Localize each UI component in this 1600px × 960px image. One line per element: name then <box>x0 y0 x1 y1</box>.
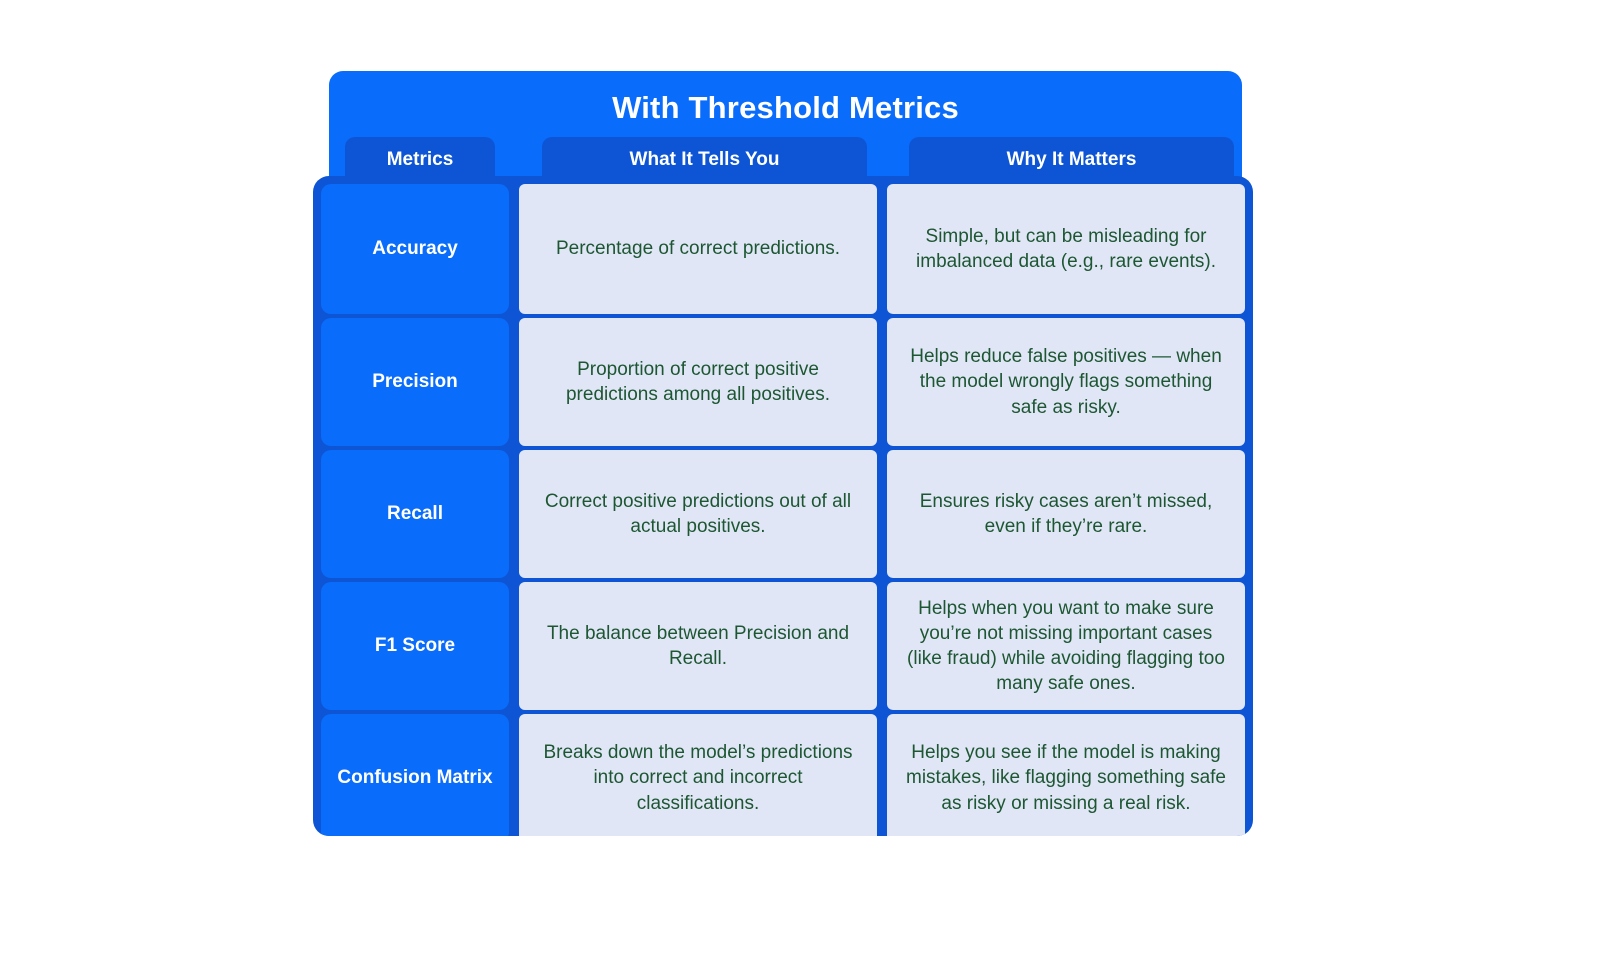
what-it-tells-you-cell: Percentage of correct predictions. <box>519 184 877 314</box>
metric-name-cell: Precision <box>321 318 509 446</box>
what-it-tells-you-cell: Breaks down the model’s predictions into… <box>519 714 877 836</box>
table-row: Confusion Matrix Breaks down the model’s… <box>321 714 1245 836</box>
table-row: Precision Proportion of correct positive… <box>321 318 1245 446</box>
metric-name-cell: Confusion Matrix <box>321 714 509 836</box>
metrics-table: Accuracy Percentage of correct predictio… <box>313 176 1253 836</box>
why-it-matters-cell: Helps you see if the model is making mis… <box>887 714 1245 836</box>
page-title: With Threshold Metrics <box>612 90 959 125</box>
table-row: Recall Correct positive predictions out … <box>321 450 1245 578</box>
column-header-what-it-tells-you[interactable]: What It Tells You <box>542 137 867 183</box>
table-row: F1 Score The balance between Precision a… <box>321 582 1245 710</box>
column-header-metrics[interactable]: Metrics <box>345 137 495 183</box>
why-it-matters-cell: Simple, but can be misleading for imbala… <box>887 184 1245 314</box>
table-header-row: Metrics What It Tells You Why It Matters <box>329 137 1242 183</box>
column-header-why-it-matters[interactable]: Why It Matters <box>909 137 1234 183</box>
table-row: Accuracy Percentage of correct predictio… <box>321 184 1245 314</box>
metric-name-cell: F1 Score <box>321 582 509 710</box>
metric-name-cell: Recall <box>321 450 509 578</box>
what-it-tells-you-cell: Correct positive predictions out of all … <box>519 450 877 578</box>
metric-name-cell: Accuracy <box>321 184 509 314</box>
why-it-matters-cell: Ensures risky cases aren’t missed, even … <box>887 450 1245 578</box>
why-it-matters-cell: Helps reduce false positives — when the … <box>887 318 1245 446</box>
why-it-matters-cell: Helps when you want to make sure you’re … <box>887 582 1245 710</box>
table-body: Accuracy Percentage of correct predictio… <box>321 184 1245 836</box>
what-it-tells-you-cell: The balance between Precision and Recall… <box>519 582 877 710</box>
what-it-tells-you-cell: Proportion of correct positive predictio… <box>519 318 877 446</box>
